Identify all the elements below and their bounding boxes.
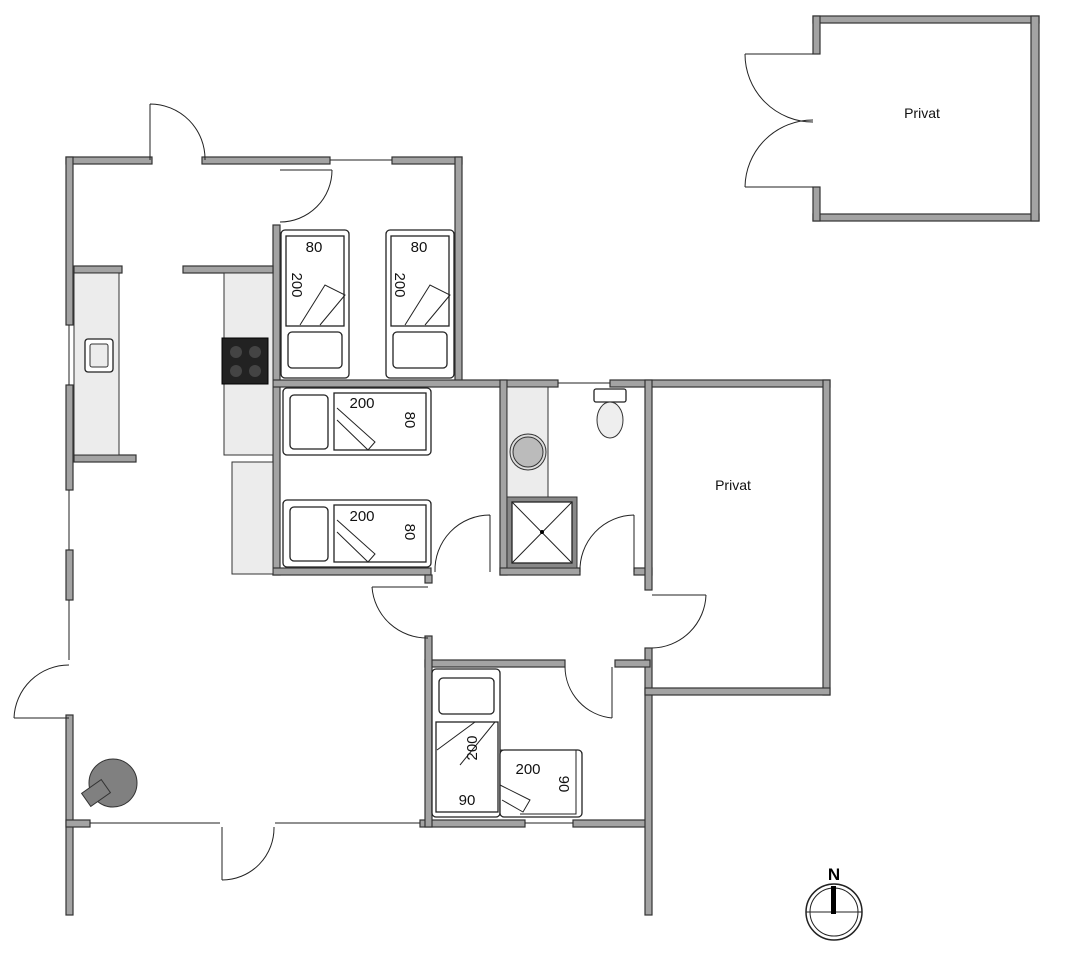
- bed-5: 90 200: [431, 668, 501, 818]
- svg-text:80: 80: [401, 412, 418, 429]
- svg-text:200: 200: [349, 508, 374, 525]
- compass-north-label: N: [828, 865, 840, 884]
- doors: [13, 103, 707, 881]
- svg-text:200: 200: [349, 395, 374, 412]
- toilet-icon: [593, 388, 627, 403]
- svg-text:200: 200: [391, 272, 408, 297]
- bed-2: 80 200: [385, 229, 455, 379]
- svg-text:80: 80: [306, 239, 323, 256]
- svg-text:200: 200: [515, 761, 540, 778]
- wood-stove-icon: [80, 758, 138, 808]
- svg-text:200: 200: [288, 272, 305, 297]
- room-label-annex: Privat: [904, 105, 940, 121]
- bed-4: 200 80: [282, 499, 432, 568]
- bed-3: 200 80: [282, 387, 432, 456]
- room-label-private: Privat: [715, 477, 751, 493]
- annex-building: Privat: [744, 15, 1040, 222]
- compass-icon: N: [805, 865, 863, 941]
- stove-icon: [221, 337, 269, 385]
- svg-text:80: 80: [401, 524, 418, 541]
- svg-text:80: 80: [411, 239, 428, 256]
- bed-1: 80 200: [280, 229, 350, 379]
- bathroom-fixtures: [506, 386, 627, 569]
- svg-text:90: 90: [555, 776, 572, 793]
- bed-6: 200 90: [499, 749, 583, 818]
- walls: [65, 156, 831, 916]
- svg-text:90: 90: [459, 792, 476, 809]
- svg-text:200: 200: [464, 735, 481, 760]
- kitchen: [73, 272, 274, 575]
